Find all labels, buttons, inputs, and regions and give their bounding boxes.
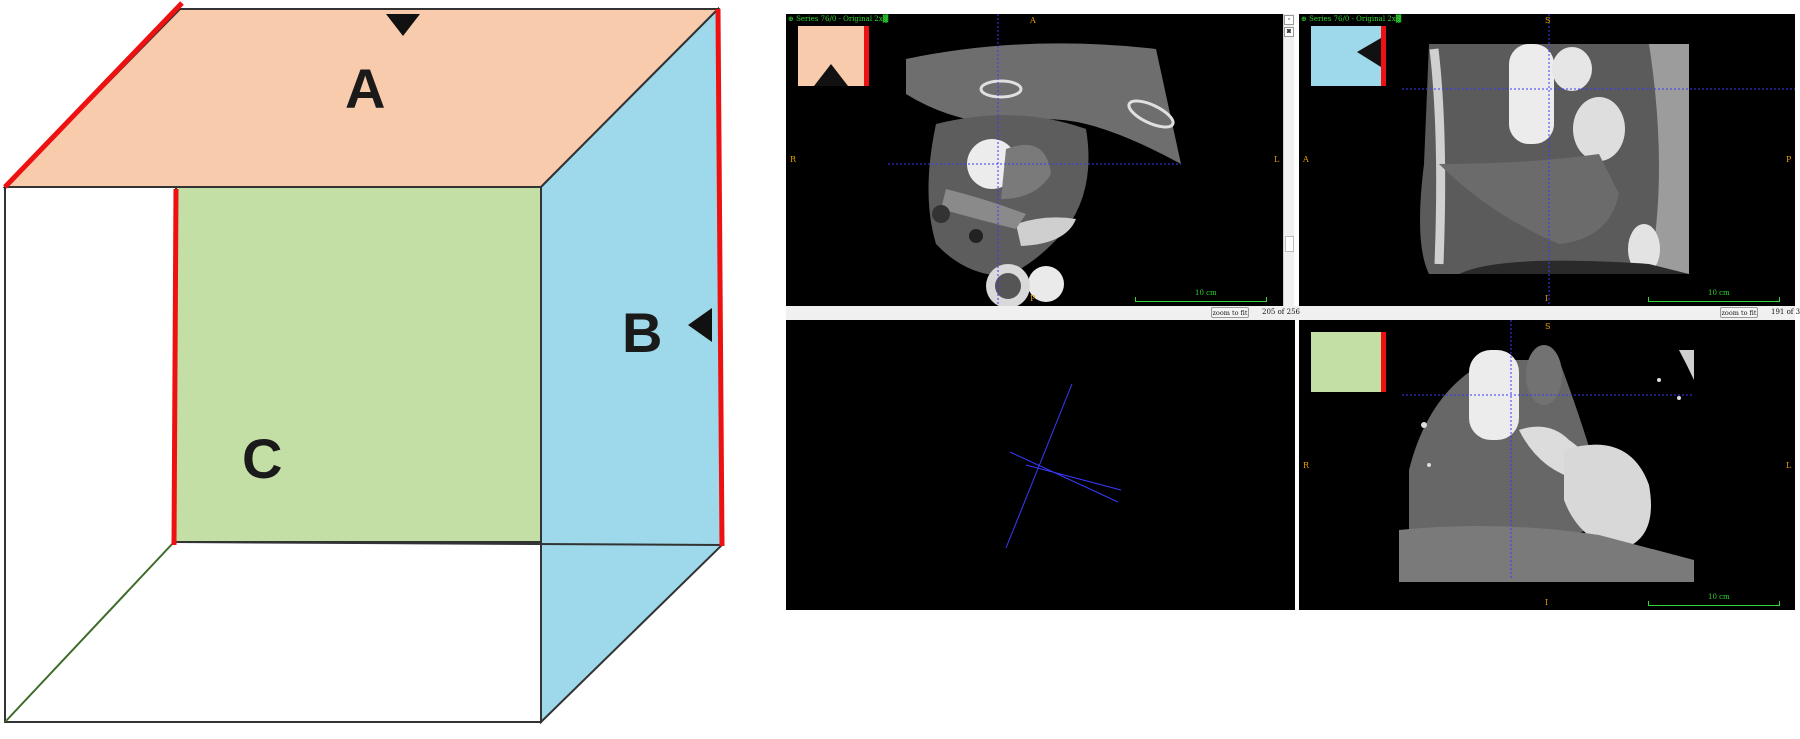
axial-zoom-to-fit-button[interactable]: zoom to fit: [1211, 307, 1249, 318]
red-edge-b: [715, 8, 725, 547]
axial-ct-image: [906, 43, 1181, 308]
axial-caption: ⊕ Series 76/0 - Original 2x▓: [788, 15, 889, 23]
plane-3d-pane[interactable]: [786, 320, 1295, 610]
axial-scrollbar[interactable]: ▫ ◙: [1283, 14, 1294, 306]
axial-thumbnail-red-bar: [864, 26, 869, 86]
ct-viewer: ⊕ Series 76/0 - Original 2x▓ A P R L 10 …: [786, 14, 1800, 610]
sagittal-crosshair: [1402, 14, 1795, 306]
red-edge-a: [3, 1, 184, 189]
label-b: B: [622, 301, 662, 364]
red-edge-c: [171, 188, 179, 546]
triangle-down-marker: [386, 14, 420, 36]
coronal-orient-top: S: [1545, 322, 1551, 331]
sagittal-orient-left: A: [1303, 155, 1309, 164]
sagittal-caption: ⊕ Series 76/0 - Original 2x▓: [1301, 15, 1402, 23]
coronal-pane[interactable]: S I R L 10 cm: [1299, 320, 1795, 610]
axial-scale-label: 10 cm: [1195, 289, 1217, 297]
pane-divider: [786, 306, 1795, 320]
axial-thumbnail-triangle-up: [814, 64, 848, 86]
axial-orient-top: A: [1030, 16, 1036, 25]
coronal-orient-bottom: I: [1545, 598, 1549, 607]
axial-orient-bottom: P: [1030, 294, 1036, 303]
coronal-ct-image: [1399, 345, 1694, 582]
coronal-thumbnail-red-bar: [1381, 332, 1386, 392]
coronal-orient-left: R: [1303, 461, 1310, 470]
sagittal-zoom-to-fit-button[interactable]: zoom to fit: [1720, 307, 1758, 318]
sagittal-ct-image: [1420, 44, 1689, 274]
axial-scale-bar: [1135, 297, 1267, 302]
coronal-thumbnail: [1311, 332, 1381, 392]
cube-floor-edge: [4, 541, 175, 723]
sagittal-pane[interactable]: ⊕ Series 76/0 - Original 2x▓ S I A P 10 …: [1299, 14, 1795, 306]
sagittal-thumbnail-red-bar: [1381, 26, 1386, 86]
camera-icon[interactable]: ◙: [1284, 27, 1294, 37]
coronal-crosshair: [1402, 320, 1694, 580]
label-c: C: [242, 427, 282, 490]
face-c: [172, 186, 542, 543]
sagittal-orient-right: P: [1786, 155, 1792, 164]
cube-floor-back: [173, 541, 723, 546]
axial-crosshair: [888, 14, 1181, 306]
axial-orient-right: L: [1274, 155, 1280, 164]
axial-slice-count: 205 of 256: [1262, 308, 1300, 316]
coronal-scale-label: 10 cm: [1708, 593, 1730, 601]
sagittal-scale-label: 10 cm: [1708, 289, 1730, 297]
plane-3d-lines: [1005, 383, 1122, 549]
coronal-scale-bar: [1648, 601, 1780, 606]
axial-scrollbar-thumb[interactable]: [1285, 236, 1294, 252]
cube-outline-front: [4, 187, 542, 723]
sagittal-slice-count: 191 of 3: [1771, 308, 1800, 316]
sagittal-thumbnail-triangle-left: [1357, 38, 1381, 67]
sagittal-orient-top: S: [1545, 16, 1551, 25]
axial-orient-left: R: [790, 155, 797, 164]
axial-pane[interactable]: ⊕ Series 76/0 - Original 2x▓ A P R L 10 …: [786, 14, 1283, 308]
cube-diagram: A B C: [2, 1, 725, 725]
label-a: A: [345, 57, 385, 120]
window-icon[interactable]: ▫: [1284, 15, 1294, 25]
sagittal-orient-bottom: I: [1545, 294, 1549, 303]
triangle-left-marker: [688, 308, 712, 342]
sagittal-scale-bar: [1648, 297, 1780, 302]
coronal-orient-right: L: [1786, 461, 1792, 470]
